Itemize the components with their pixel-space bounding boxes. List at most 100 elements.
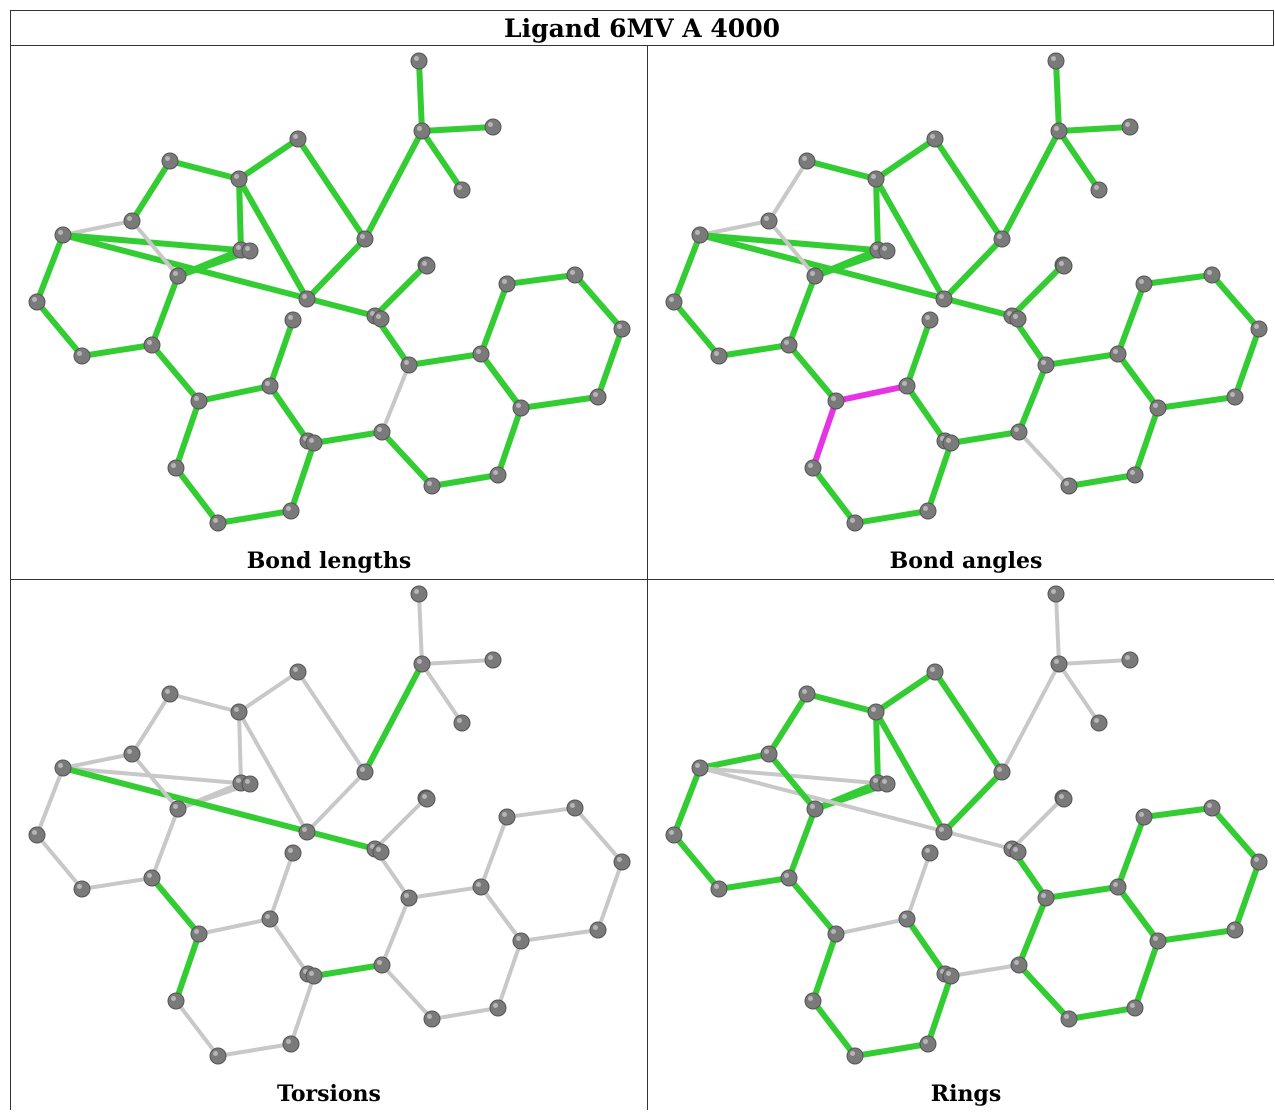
bond	[406, 351, 484, 368]
bond	[150, 807, 180, 880]
atom-highlight	[1013, 314, 1018, 319]
atom-highlight	[147, 340, 152, 345]
atom	[921, 844, 939, 862]
atom-highlight	[925, 315, 930, 320]
atom	[760, 212, 778, 230]
atom	[898, 910, 916, 928]
bond	[505, 806, 577, 819]
bond	[61, 766, 252, 786]
atom-highlight	[714, 351, 719, 356]
atom	[827, 392, 845, 410]
atom-highlight	[404, 893, 409, 898]
atom-highlight	[784, 340, 789, 345]
bond	[79, 342, 155, 359]
atom	[1126, 466, 1144, 484]
atom-highlight	[493, 1003, 498, 1008]
atom	[1009, 843, 1027, 861]
atom	[512, 399, 530, 417]
bond	[373, 796, 428, 851]
atom	[123, 745, 141, 763]
bond	[786, 342, 839, 404]
atom-highlight	[376, 847, 381, 852]
atom	[1047, 52, 1065, 70]
atom	[169, 800, 187, 818]
figure-title: Ligand 6MV A 4000	[10, 10, 1274, 46]
bond	[1209, 272, 1262, 332]
atom-highlight	[404, 360, 409, 365]
atom-highlight	[457, 185, 462, 190]
bond	[419, 128, 465, 193]
bond	[1155, 394, 1238, 411]
atom-highlight	[127, 216, 132, 221]
bond	[1141, 272, 1215, 287]
bond	[573, 806, 624, 864]
atom	[1009, 310, 1027, 328]
atom-highlight	[1014, 960, 1019, 965]
atom	[289, 663, 307, 681]
bond	[941, 236, 1005, 302]
atom-highlight	[127, 749, 132, 754]
atom	[167, 459, 185, 477]
left-border	[10, 46, 11, 1110]
atom	[993, 230, 1011, 248]
bond	[1232, 326, 1262, 400]
atom-highlight	[882, 779, 887, 784]
atom	[373, 956, 391, 974]
atom	[589, 921, 607, 939]
bond	[80, 876, 154, 891]
bond	[479, 885, 523, 943]
atom-highlight	[516, 403, 521, 408]
bond	[810, 398, 839, 471]
bond	[873, 176, 947, 302]
atom-highlight	[1139, 279, 1144, 284]
bond	[1016, 895, 1049, 968]
atom	[161, 685, 179, 703]
atom-highlight	[377, 427, 382, 432]
bond	[1057, 658, 1132, 666]
bond	[698, 219, 771, 237]
bond	[925, 440, 954, 514]
atom-highlight	[873, 778, 878, 783]
atom-highlight	[58, 230, 63, 235]
bond	[766, 751, 818, 812]
atom	[919, 1035, 937, 1053]
atom	[613, 853, 631, 871]
bond	[671, 765, 703, 838]
atom	[169, 267, 187, 285]
bond	[419, 124, 496, 134]
atom-highlight	[1051, 56, 1056, 61]
atom	[1037, 889, 1055, 907]
bond	[496, 939, 523, 1010]
atom-highlight	[293, 667, 298, 672]
atom	[498, 808, 516, 826]
atom-highlight	[1051, 589, 1056, 594]
atom-highlight	[882, 246, 887, 251]
atom	[282, 502, 300, 520]
atom-highlight	[502, 812, 507, 817]
atom	[123, 212, 141, 230]
atom-highlight	[695, 230, 700, 235]
bond	[572, 272, 625, 332]
bond	[834, 917, 909, 936]
atom	[190, 925, 208, 943]
bond	[716, 875, 792, 892]
atom-highlight	[850, 1051, 855, 1056]
atom-highlight	[810, 804, 815, 809]
bond	[873, 176, 881, 253]
atom-highlight	[593, 925, 598, 930]
bond	[478, 281, 510, 357]
atom	[413, 122, 431, 140]
atom	[472, 878, 490, 896]
bond	[130, 692, 172, 756]
atom-highlight	[376, 314, 381, 319]
atom-highlight	[286, 506, 291, 511]
atom	[1090, 714, 1108, 732]
atom	[1109, 345, 1127, 363]
bond	[1115, 281, 1147, 357]
caption-bond-lengths: Bond lengths	[246, 548, 412, 574]
atom-highlight	[1130, 1003, 1135, 1008]
atom-highlight	[871, 174, 876, 179]
atom	[806, 267, 824, 285]
molecule-bond-lengths	[28, 52, 631, 532]
bond	[173, 465, 221, 526]
